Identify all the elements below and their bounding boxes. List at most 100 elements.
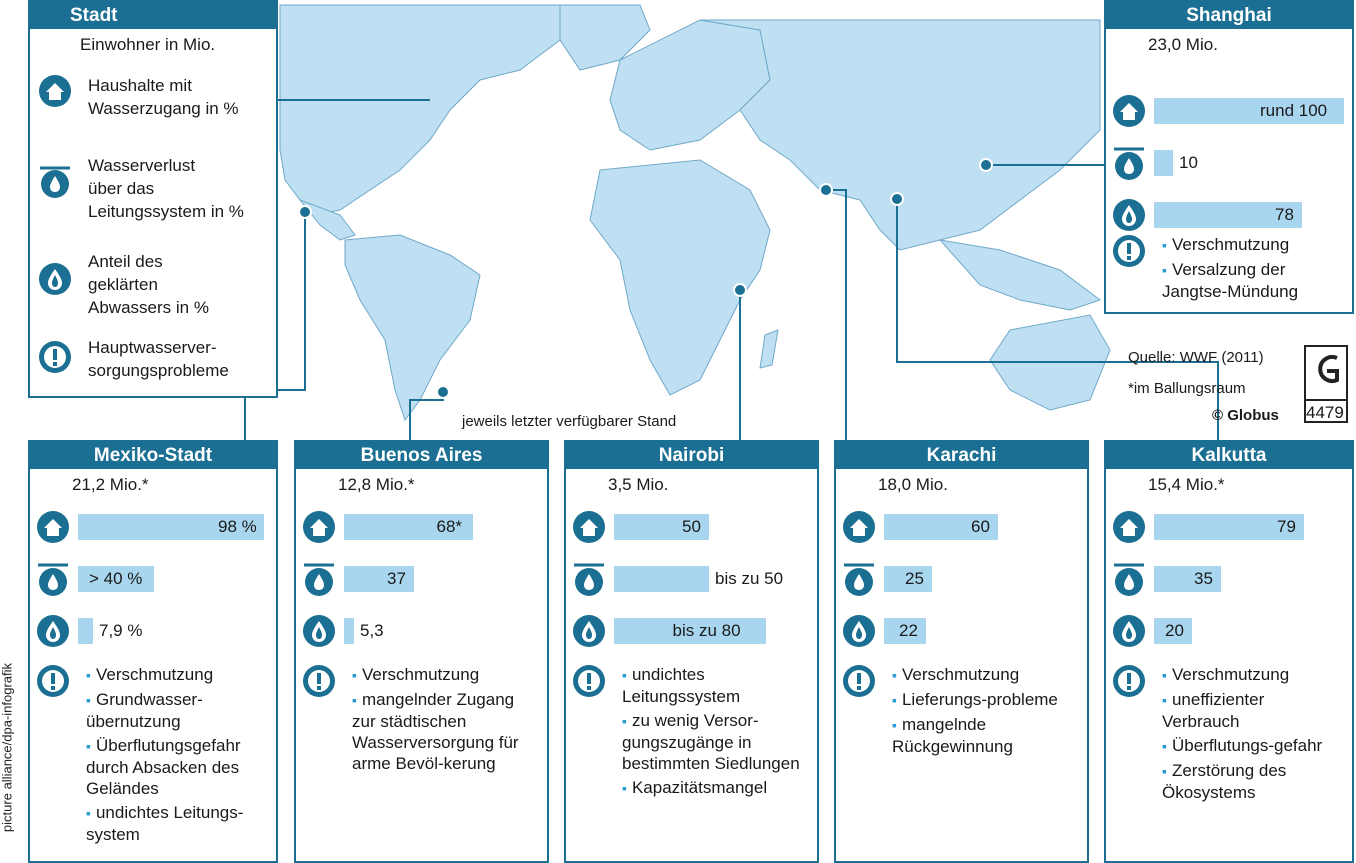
- value-loss: 10: [1179, 153, 1198, 172]
- treated-water-icon: [39, 263, 71, 295]
- problem-item: Verschmutzung: [1162, 664, 1346, 686]
- water-loss-icon: [304, 563, 334, 596]
- marker-mexiko: [298, 205, 312, 219]
- bar-loss: [78, 566, 154, 592]
- problem-list: Verschmutzungmangelnder Zugang zur städt…: [352, 664, 541, 777]
- value-treated: bis zu 80: [672, 621, 741, 640]
- data-note: jeweils letzter verfügbarer Stand: [462, 413, 677, 430]
- value-treated: 5,3: [360, 621, 384, 640]
- city-name: Mexiko-Stadt: [30, 442, 276, 469]
- legend-population-label: Einwohner in Mio.: [80, 35, 216, 54]
- metric-loss: 37: [302, 562, 562, 596]
- metric-treated: 20: [1112, 614, 1356, 648]
- connector-kalkutta: [896, 199, 1219, 440]
- problem-list: VerschmutzungLieferungs-probleme mangelnd…: [892, 664, 1081, 760]
- madagascar-shape: [759, 329, 779, 369]
- marker-buenos-aires: [436, 385, 450, 399]
- problem-list: Verschmutzunguneffizienter VerbrauchÜber…: [1162, 664, 1346, 806]
- problem-item: Grundwasser-übernutzung: [86, 689, 270, 732]
- bar-loss: [1154, 150, 1173, 176]
- bar-treated: [884, 618, 926, 644]
- value-households: 60: [971, 517, 990, 536]
- city-name: Karachi: [836, 442, 1087, 469]
- treated-water-icon: [843, 615, 875, 647]
- bar-households: [78, 514, 264, 540]
- bar-treated: [344, 618, 354, 644]
- value-households: 50: [682, 517, 701, 536]
- problem-item: mangelnde Rückgewinnung: [892, 714, 1081, 757]
- house-icon: [303, 511, 335, 543]
- marker-karachi: [819, 183, 833, 197]
- central-america-shape: [298, 198, 356, 241]
- water-loss-icon: [1114, 147, 1144, 180]
- problem-item: undichtes Leitungs-system: [86, 802, 270, 845]
- north-america-shape: [279, 4, 561, 216]
- warning-icon: [1113, 235, 1145, 267]
- treated-water-icon: [303, 615, 335, 647]
- problem-list: VerschmutzungVersalzung der Jangtse-Münd…: [1162, 234, 1346, 305]
- treated-water-icon: [573, 615, 605, 647]
- house-icon: [843, 511, 875, 543]
- south-america-shape: [344, 234, 481, 422]
- value-households: 79: [1277, 517, 1296, 536]
- metric-loss: > 40 %: [36, 562, 296, 596]
- value-treated: 20: [1165, 621, 1184, 640]
- problem-item: Kapazitätsmangel: [622, 777, 811, 799]
- warning-icon: [303, 665, 335, 697]
- problem-item: Versalzung der Jangtse-Mündung: [1162, 259, 1346, 302]
- problem-item: Überflutungs-gefahr: [1162, 735, 1346, 757]
- metric-households: 79: [1112, 510, 1356, 544]
- value-loss: 35: [1194, 569, 1213, 588]
- marker-kalkutta: [890, 192, 904, 206]
- water-loss-icon: [40, 166, 70, 198]
- bar-households: [1154, 514, 1304, 540]
- water-loss-icon: [574, 563, 604, 596]
- bar-households: [614, 514, 709, 540]
- problem-item: Verschmutzung: [352, 664, 541, 686]
- legend-loss-line-3: Leitungssystem in %: [88, 202, 244, 221]
- problem-list: undichtes Leitungssystemzu wenig Versor-…: [622, 664, 811, 802]
- water-loss-icon: [1114, 563, 1144, 596]
- value-treated: 78: [1275, 205, 1294, 224]
- bar-treated: [78, 618, 93, 644]
- connector-karachi: [826, 189, 847, 440]
- metric-loss: bis zu 50: [572, 562, 832, 596]
- problem-item: Lieferungs-probleme: [892, 689, 1081, 711]
- metric-households: 50: [572, 510, 832, 544]
- house-icon: [37, 511, 69, 543]
- house-icon: [1113, 511, 1145, 543]
- metric-households: rund 100: [1112, 94, 1356, 128]
- problem-item: Verschmutzung: [86, 664, 270, 686]
- marker-nairobi: [733, 283, 747, 297]
- metric-households: 60: [842, 510, 1102, 544]
- metric-treated: 7,9 %: [36, 614, 296, 648]
- asia-shape: [699, 19, 1101, 251]
- problem-item: Verschmutzung: [1162, 234, 1346, 256]
- warning-icon: [1113, 665, 1145, 697]
- metric-treated: 5,3: [302, 614, 562, 648]
- marker-shanghai: [979, 158, 993, 172]
- city-population: 21,2 Mio.*: [72, 475, 149, 494]
- legend-header: Stadt: [30, 2, 276, 29]
- problem-list: VerschmutzungGrundwasser-übernutzungÜber…: [86, 664, 270, 848]
- city-name: Kalkutta: [1106, 442, 1352, 469]
- problem-item: Verschmutzung: [892, 664, 1081, 686]
- legend-treated-line-1: Anteil des: [88, 252, 163, 271]
- value-treated: 7,9 %: [99, 621, 143, 640]
- metric-loss: 25: [842, 562, 1102, 596]
- city-population: 3,5 Mio.: [608, 475, 669, 494]
- value-households: 68*: [436, 517, 463, 536]
- value-loss: bis zu 50: [715, 569, 784, 588]
- house-icon: [39, 75, 71, 107]
- copyright: © Globus: [1212, 407, 1279, 424]
- bar-loss: [344, 566, 414, 592]
- problem-item: Zerstörung des Ökosystems: [1162, 760, 1346, 803]
